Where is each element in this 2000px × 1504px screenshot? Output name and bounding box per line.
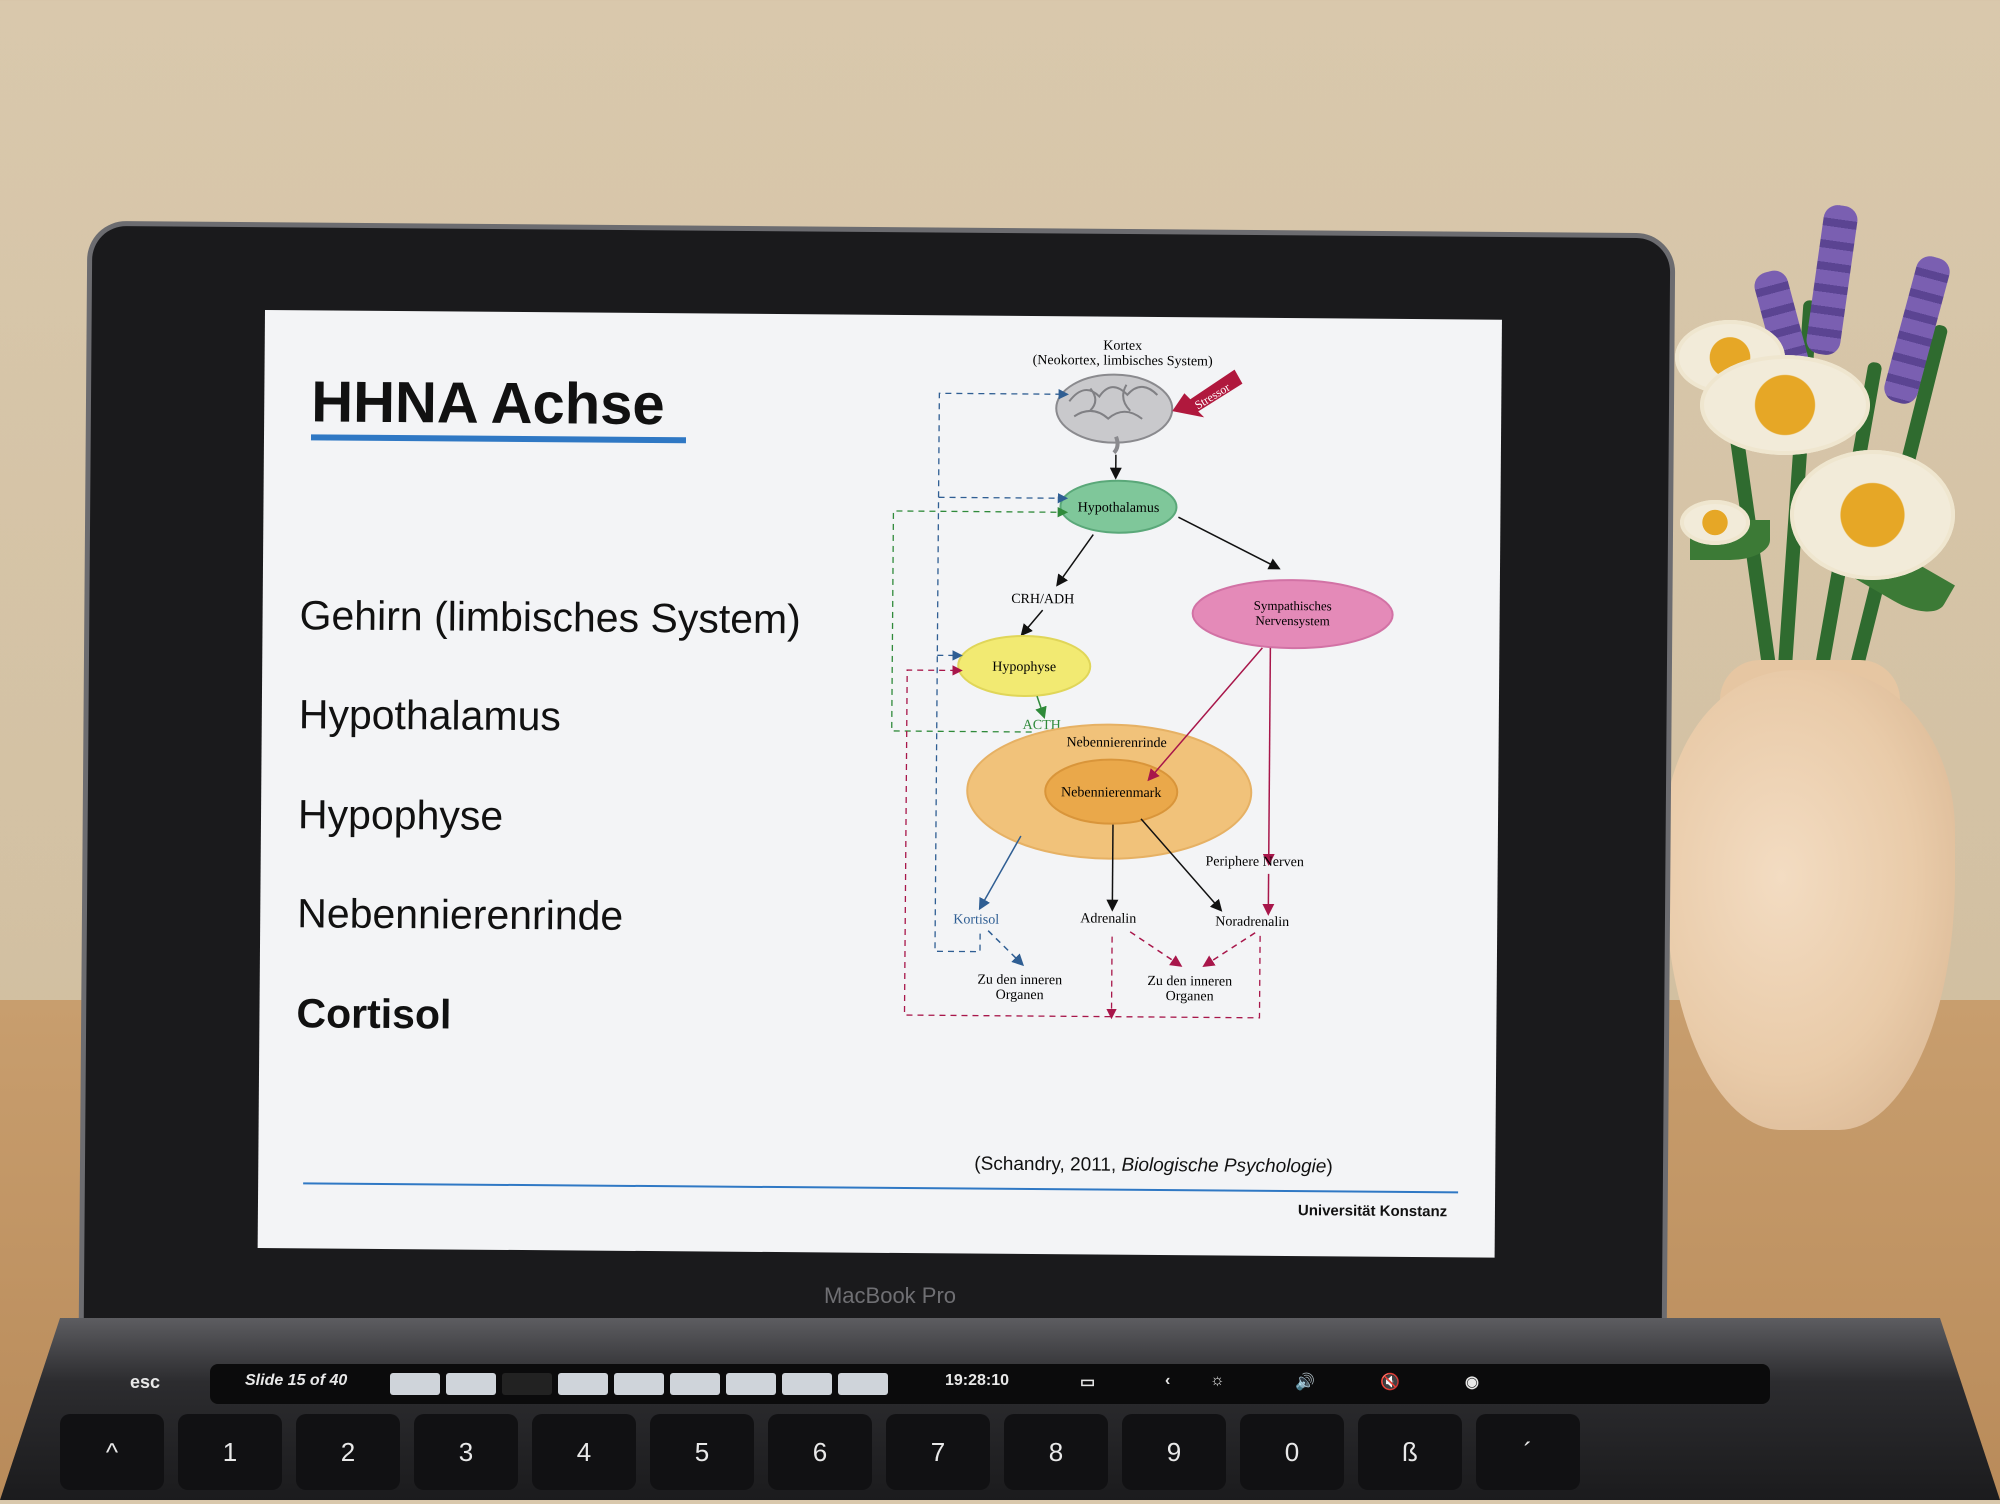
lavender-flower — [1805, 203, 1860, 356]
brain-icon — [1056, 374, 1173, 453]
key-acute[interactable]: ´ — [1476, 1414, 1580, 1490]
kortex-label: Kortex — [1103, 339, 1142, 354]
slide-thumbnail[interactable] — [558, 1373, 608, 1395]
kortex-sublabel: (Neokortex, limbisches System) — [1033, 353, 1213, 369]
key-2[interactable]: 2 — [296, 1414, 400, 1490]
esc-key[interactable]: esc — [130, 1372, 160, 1393]
organe-left-label-1: Zu den inneren — [977, 973, 1062, 989]
slide-counter: Slide 15 of 40 — [245, 1372, 347, 1390]
sympathisch-label-1: Sympathisches — [1254, 598, 1332, 614]
hypothalamus-label: Hypothalamus — [1078, 500, 1160, 516]
key-8[interactable]: 8 — [1004, 1414, 1108, 1490]
citation-prefix: (Schandry, 2011, — [974, 1154, 1121, 1176]
hpa-axis-diagram: Kortex (Neokortex, limbisches System) St… — [848, 315, 1495, 1160]
key-caret[interactable]: ^ — [60, 1414, 164, 1490]
slide-thumbnail[interactable] — [838, 1373, 888, 1395]
citation: (Schandry, 2011, Biologische Psychologie… — [974, 1154, 1333, 1179]
key-9[interactable]: 9 — [1122, 1414, 1226, 1490]
sympathisch-label-2: Nervensystem — [1255, 613, 1329, 629]
key-1[interactable]: 1 — [178, 1414, 282, 1490]
citation-book-title: Biologische Psychologie — [1121, 1155, 1326, 1178]
key-6[interactable]: 6 — [768, 1414, 872, 1490]
citation-suffix: ) — [1326, 1156, 1332, 1177]
touch-bar[interactable]: esc Slide 15 of 40 19:28:10 ▭ ‹ ☼ 🔊 🔇 ◉ — [210, 1364, 1770, 1404]
daisy-flower — [1790, 450, 1955, 580]
key-7[interactable]: 7 — [886, 1414, 990, 1490]
stressor-arrow: Stressor — [1172, 369, 1242, 418]
organe-left-label-2: Organen — [996, 988, 1044, 1003]
nebennierenrinde-label: Nebennierenrinde — [1066, 735, 1166, 751]
siri-icon[interactable]: ◉ — [1465, 1372, 1479, 1392]
bullet-gehirn: Gehirn (limbisches System) — [299, 592, 801, 643]
chevron-left-icon[interactable]: ‹ — [1165, 1372, 1170, 1390]
slide-thumbnail[interactable] — [390, 1373, 440, 1395]
adrenalin-label: Adrenalin — [1080, 911, 1136, 926]
slide-thumbnail[interactable] — [782, 1373, 832, 1395]
bullet-nebennierenrinde: Nebennierenrinde — [297, 890, 623, 940]
periphere-nerven-label: Periphere Nerven — [1205, 854, 1303, 870]
noradrenalin-label: Noradrenalin — [1215, 914, 1289, 930]
bullet-hypophyse: Hypophyse — [298, 791, 503, 840]
footer-university: Universität Konstanz — [1298, 1202, 1447, 1220]
slide-thumbnail[interactable] — [502, 1373, 552, 1395]
key-eszett[interactable]: ß — [1358, 1414, 1462, 1490]
mute-icon[interactable]: 🔇 — [1380, 1372, 1400, 1392]
airplay-icon[interactable]: ▭ — [1080, 1372, 1095, 1392]
daisy-flower — [1680, 500, 1750, 545]
footer-divider — [303, 1182, 1458, 1193]
vase — [1665, 670, 1955, 1130]
slide-thumbnail[interactable] — [670, 1373, 720, 1395]
hypophyse-label: Hypophyse — [992, 660, 1056, 676]
key-5[interactable]: 5 — [650, 1414, 754, 1490]
crh-adh-label: CRH/ADH — [1011, 592, 1074, 607]
organe-right-label-1: Zu den inneren — [1147, 974, 1232, 990]
daisy-flower — [1700, 355, 1870, 455]
bullet-hypothalamus: Hypothalamus — [299, 691, 561, 740]
brightness-icon[interactable]: ☼ — [1210, 1372, 1225, 1390]
presenter-clock: 19:28:10 — [945, 1372, 1009, 1390]
presentation-slide: HHNA Achse Gehirn (limbisches System) Hy… — [258, 310, 1502, 1258]
key-3[interactable]: 3 — [414, 1414, 518, 1490]
key-4[interactable]: 4 — [532, 1414, 636, 1490]
nebennierenmark-label: Nebennierenmark — [1061, 785, 1161, 801]
volume-icon[interactable]: 🔊 — [1295, 1372, 1315, 1392]
bullet-cortisol: Cortisol — [296, 990, 451, 1038]
slide-thumbnail[interactable] — [446, 1373, 496, 1395]
slide-thumbnail[interactable] — [614, 1373, 664, 1395]
number-key-row: ^ 1 2 3 4 5 6 7 8 9 0 ß ´ — [60, 1414, 1940, 1504]
key-0[interactable]: 0 — [1240, 1414, 1344, 1490]
organe-right-label-2: Organen — [1166, 989, 1214, 1004]
laptop-brand: MacBook Pro — [790, 1283, 990, 1309]
slide-thumbnail[interactable] — [726, 1373, 776, 1395]
slide-title: HHNA Achse — [311, 368, 665, 438]
kortisol-label: Kortisol — [953, 912, 999, 927]
